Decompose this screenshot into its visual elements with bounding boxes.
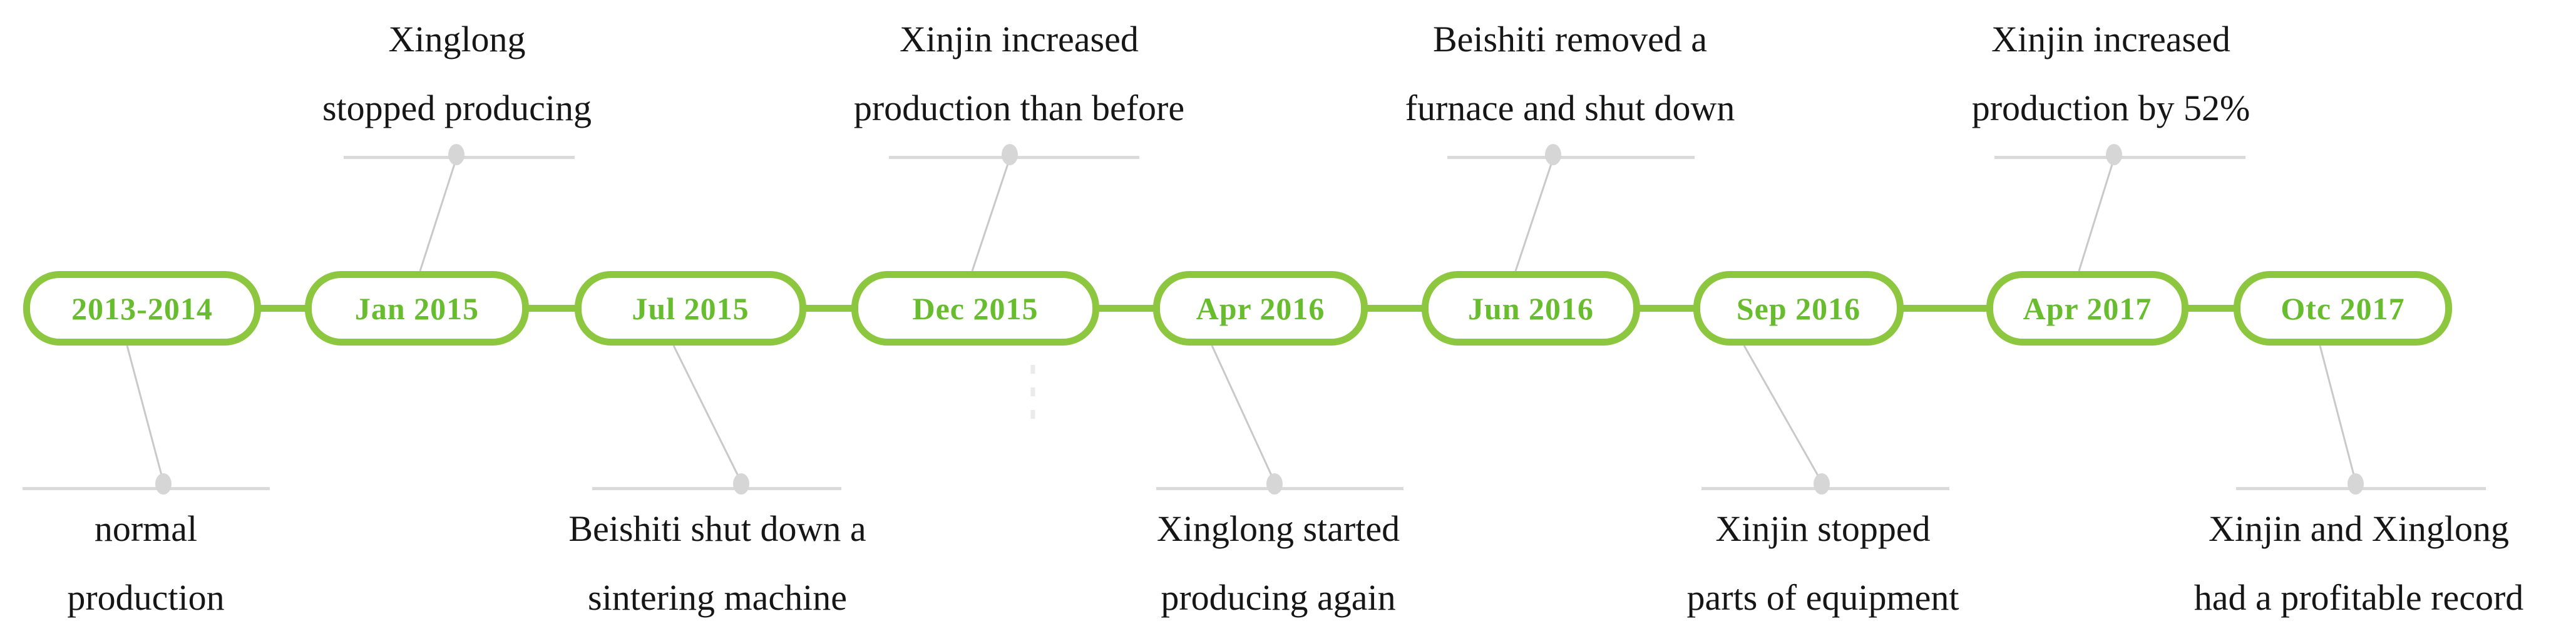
connector-dot: [1814, 473, 1830, 495]
caption-bottom-4: Xinjin stopped parts of equipment: [1573, 495, 2073, 626]
leader-line: [971, 158, 1011, 272]
connector-dot: [2106, 144, 2122, 165]
caption-bottom-5: Xinjin and Xinglong had a profitable rec…: [2108, 495, 2576, 626]
connector-dot: [448, 144, 464, 165]
rule-bar: [592, 487, 841, 490]
caption-top-1: Xinglong stopped producing: [207, 5, 707, 143]
caption-line: Xinjin and Xinglong: [2208, 508, 2510, 549]
leader-line: [126, 345, 165, 483]
caption-top-2: Xinjin increased production than before: [769, 5, 1270, 143]
leader-line: [1743, 345, 1823, 483]
timeline-node-dec-2015: Dec 2015: [851, 271, 1099, 346]
timeline-node-jan-2015: Jan 2015: [305, 271, 529, 346]
connector-dot: [2348, 473, 2364, 495]
caption-bottom-3: Xinglong started producing again: [1028, 495, 1529, 626]
leader-line: [419, 158, 458, 272]
caption-line: furnace and shut down: [1405, 88, 1735, 128]
caption-line: parts of equipment: [1686, 577, 1959, 618]
connector-dot: [733, 473, 749, 495]
leader-line: [2078, 158, 2115, 272]
caption-bottom-2: Beishiti shut down a sintering machine: [467, 495, 968, 626]
leader-line: [672, 345, 742, 483]
caption-line: production: [67, 577, 225, 618]
caption-line: had a profitable record: [2194, 577, 2524, 618]
connector-dot: [1002, 144, 1018, 165]
caption-line: normal: [94, 508, 198, 549]
caption-line: Beishiti shut down a: [568, 508, 866, 549]
caption-bottom-1: normal production: [0, 495, 396, 626]
caption-top-4: Xinjin increased production by 52%: [1860, 5, 2361, 143]
caption-top-3: Beishiti removed a furnace and shut down: [1320, 5, 1820, 143]
timeline-node-sep-2016: Sep 2016: [1693, 271, 1904, 346]
caption-line: Xinglong started: [1156, 508, 1400, 549]
caption-line: producing again: [1161, 577, 1396, 618]
timeline-node-2013-2014: 2013-2014: [23, 271, 261, 346]
rule-bar: [1447, 156, 1695, 159]
leader-line: [2319, 345, 2357, 483]
leader-line: [1211, 345, 1276, 483]
leader-line: [1514, 158, 1554, 272]
timeline-node-jun-2016: Jun 2016: [1422, 271, 1640, 346]
caption-line: production by 52%: [1971, 88, 2250, 128]
timeline-node-apr-2016: Apr 2016: [1153, 271, 1368, 346]
caption-line: Xinjin increased: [900, 19, 1139, 59]
caption-line: sintering machine: [588, 577, 847, 618]
rule-bar: [23, 487, 270, 490]
caption-line: production than before: [853, 88, 1185, 128]
caption-line: Xinjin stopped: [1715, 508, 1931, 549]
caption-line: Beishiti removed a: [1432, 19, 1708, 59]
timeline-node-otc-2017: Otc 2017: [2234, 271, 2452, 346]
timeline-node-apr-2017: Apr 2017: [1986, 271, 2189, 346]
connector-dot: [1266, 473, 1283, 495]
caption-line: Xinglong: [388, 19, 526, 59]
connector-dot: [155, 473, 172, 495]
caption-line: Xinjin increased: [1991, 19, 2230, 59]
connector-dot: [1545, 144, 1561, 165]
caption-line: stopped producing: [322, 88, 592, 128]
timeline-node-jul-2015: Jul 2015: [575, 271, 806, 346]
